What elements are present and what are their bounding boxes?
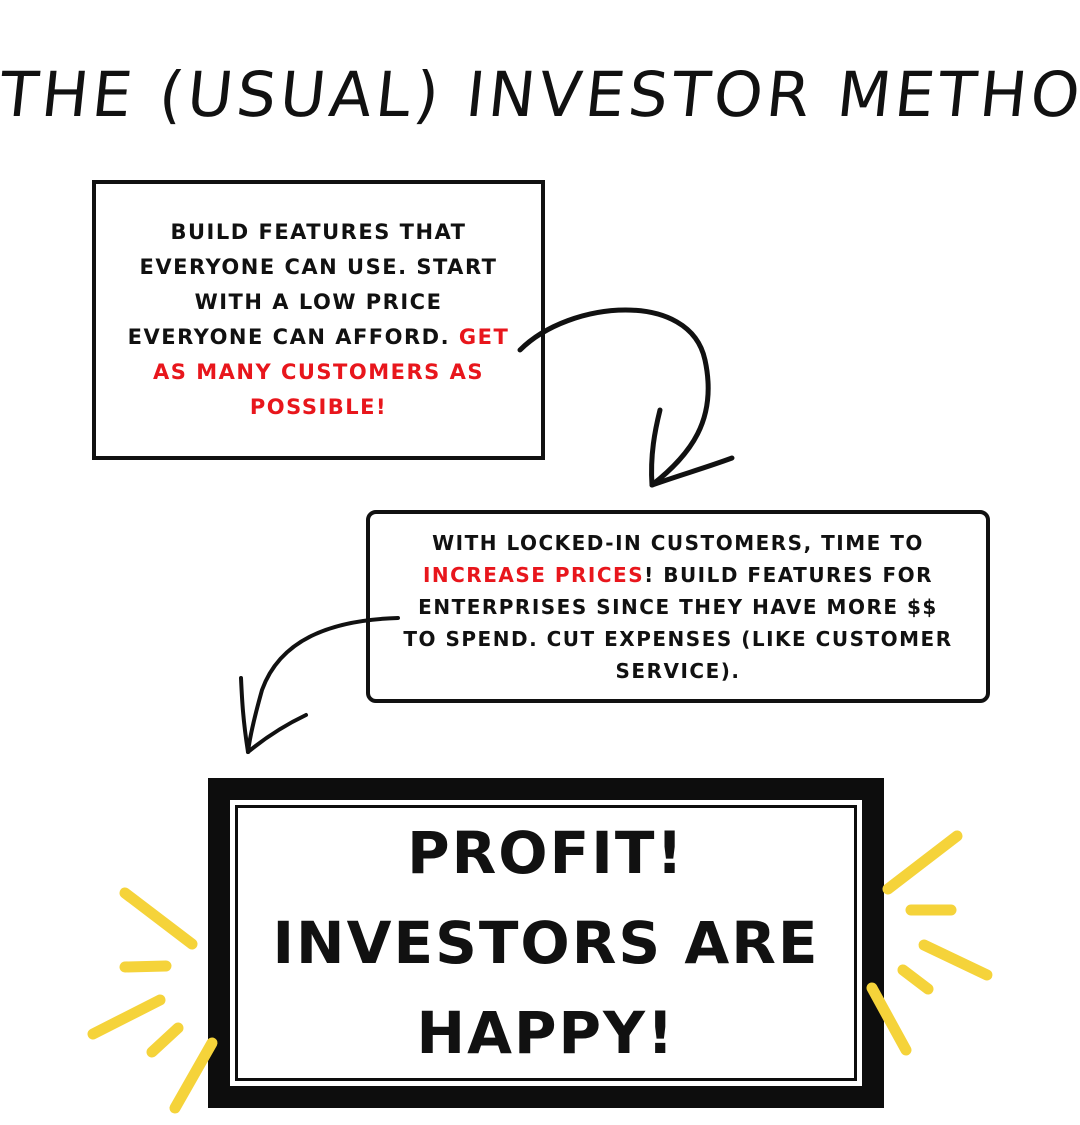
step-2-text-start: WITH LOCKED-IN CUSTOMERS, TIME TO [432,530,924,555]
burst-right-ray-4 [897,964,934,995]
burst-left-ray-3 [87,994,166,1040]
step-1-text: BUILD FEATURES THAT EVERYONE CAN USE. ST… [124,215,513,425]
burst-right-ray-1 [882,830,963,895]
arrow-2-head-right [246,713,308,754]
step-1-text-highlight: GET AS MANY CUSTOMERS AS POSSIBLE! [153,325,510,419]
result-line-2: INVESTORS ARE HAPPY! [272,909,820,1067]
result-box: PROFIT! INVESTORS ARE HAPPY! [208,778,884,1108]
step-1-text-main: BUILD FEATURES THAT EVERYONE CAN USE. ST… [127,220,498,349]
arrow-1-head-right [649,455,735,488]
arrow-step1-to-step2 [517,307,735,488]
burst-left-ray-2 [119,960,172,973]
arrow-2-head-left [239,676,250,754]
burst-right-ray-3 [918,939,993,981]
burst-right [866,830,993,1056]
burst-left-ray-1 [119,887,198,950]
step-2-text-rest: ! BUILD FEATURES FOR ENTERPRISES SINCE T… [403,562,953,683]
burst-left [87,887,218,1114]
step-2-box: WITH LOCKED-IN CUSTOMERS, TIME TO INCREA… [366,510,990,703]
burst-left-ray-5 [169,1037,218,1114]
step-1-box: BUILD FEATURES THAT EVERYONE CAN USE. ST… [92,180,545,460]
page-title: THE (USUAL) INVESTOR METHOD: [0,58,1080,131]
step-2-text: WITH LOCKED-IN CUSTOMERS, TIME TO INCREA… [400,527,956,687]
burst-left-ray-4 [146,1022,184,1058]
result-line-1: PROFIT! [407,819,685,887]
result-text: PROFIT! INVESTORS ARE HAPPY! [250,808,842,1078]
step-2-text-highlight: INCREASE PRICES [422,562,645,587]
arrow-1-curve [517,307,711,488]
arrow-1-head-left [649,407,663,488]
